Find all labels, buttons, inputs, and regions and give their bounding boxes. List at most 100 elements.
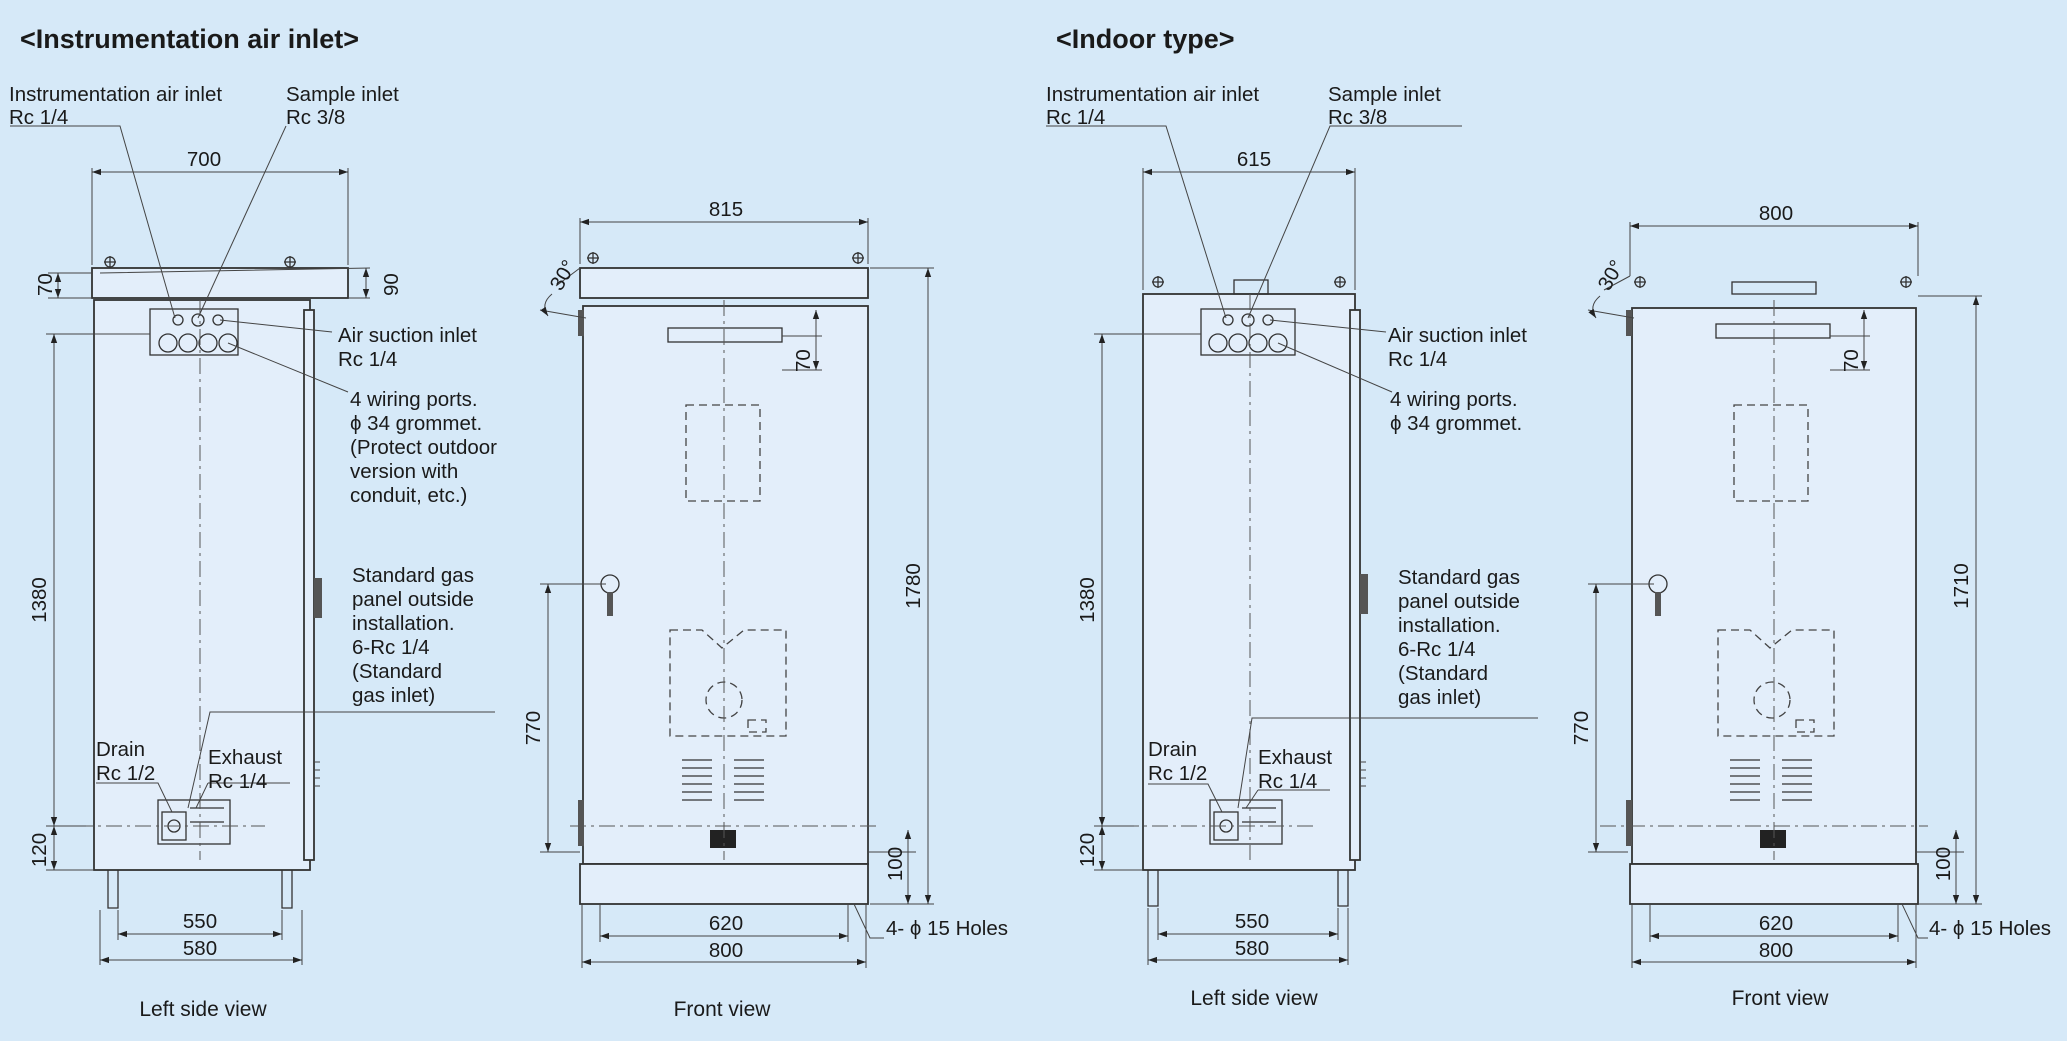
dim-height: 1710	[1950, 563, 1973, 609]
dim-height: 1380	[28, 577, 51, 623]
svg-text:gas inlet): gas inlet)	[1398, 686, 1481, 709]
logo-icon	[710, 830, 736, 848]
label-exhaust: Exhaust	[1258, 746, 1332, 769]
dim-base-inner: 550	[183, 910, 217, 933]
caption-front-view: Front view	[1732, 987, 1830, 1010]
label-instr-air-inlet: Instrumentation air inlet	[9, 83, 222, 106]
dim-base-outer: 580	[183, 937, 217, 960]
cabinet-body	[1142, 293, 1356, 871]
port-plate	[149, 308, 239, 356]
svg-text:ϕ 34 grommet.: ϕ 34 grommet.	[350, 412, 482, 435]
svg-text:version with: version with	[350, 460, 458, 483]
dim-height: 1780	[902, 563, 925, 609]
bolt-icon	[104, 256, 296, 268]
svg-text:installation.: installation.	[1398, 614, 1501, 637]
cabinet-body	[93, 299, 311, 871]
svg-text:6-Rc 1/4: 6-Rc 1/4	[352, 636, 429, 659]
base	[1629, 863, 1919, 905]
label-sample-inlet: Sample inlet	[1328, 83, 1441, 106]
base	[579, 863, 869, 905]
svg-text:Rc 1/4: Rc 1/4	[9, 106, 68, 129]
svg-text:Rc 1/4: Rc 1/4	[1258, 770, 1317, 793]
svg-text:ϕ 34 grommet.: ϕ 34 grommet.	[1390, 412, 1522, 435]
nameplate	[1715, 323, 1831, 339]
svg-text:Rc 3/8: Rc 3/8	[1328, 106, 1387, 129]
wiring-ports-icon	[1208, 333, 1288, 353]
cabinet-door	[582, 305, 869, 865]
dim-top-width: 800	[1759, 202, 1793, 225]
svg-text:4 wiring ports.: 4 wiring ports.	[350, 388, 478, 411]
svg-text:Rc 3/8: Rc 3/8	[286, 106, 345, 129]
door-handle	[314, 578, 322, 618]
svg-text:(Standard: (Standard	[1398, 662, 1488, 685]
label-air-suction-inlet: Air suction inlet	[1388, 324, 1527, 347]
label-drain: Drain	[1148, 738, 1197, 761]
bolt-icon	[1152, 276, 1346, 288]
vent-marks	[314, 761, 320, 787]
dim-height: 1380	[1076, 577, 1099, 623]
window-outline	[685, 404, 761, 502]
gas-panel-outline	[669, 629, 787, 737]
label-exhaust: Exhaust	[208, 746, 282, 769]
dim-base-height: 100	[884, 847, 907, 881]
dim-base-outer: 800	[709, 939, 743, 962]
hinge	[1626, 800, 1632, 846]
caption-left-side-view: Left side view	[1190, 987, 1318, 1010]
louver-vents	[1730, 759, 1812, 801]
hinge	[1626, 310, 1632, 336]
top-cap	[579, 267, 869, 299]
logo-icon	[1760, 830, 1786, 848]
caption-left-side-view: Left side view	[139, 998, 267, 1021]
hinge	[578, 800, 584, 846]
door-edge	[303, 309, 315, 861]
label-instr-air-inlet: Instrumentation air inlet	[1046, 83, 1259, 106]
svg-text:conduit, etc.): conduit, etc.)	[350, 484, 467, 507]
dim-lower-height: 770	[522, 711, 545, 745]
bolt-icon	[1634, 276, 1912, 288]
dim-base-inner: 620	[1759, 912, 1793, 935]
dim-lower-height: 770	[1570, 711, 1593, 745]
svg-text:panel outside: panel outside	[1398, 590, 1520, 613]
sample-inlet-port-icon	[1241, 313, 1255, 327]
dim-base-outer: 800	[1759, 939, 1793, 962]
label-wiring-ports: 4 wiring ports. ϕ 34 grommet.	[1390, 388, 1522, 435]
dim-base-outer: 580	[1235, 937, 1269, 960]
dim-top-width: 815	[709, 198, 743, 221]
dim-angle: 30°	[1593, 256, 1628, 294]
dim-bottom-height: 120	[1076, 833, 1099, 867]
panel-indoor-type: <Indoor type>	[1046, 24, 2051, 1010]
port-plate	[1200, 308, 1296, 356]
svg-text:gas inlet): gas inlet)	[352, 684, 435, 707]
svg-text:4 wiring ports.: 4 wiring ports.	[1390, 388, 1518, 411]
top-cap	[91, 267, 349, 299]
legs	[1147, 870, 1349, 907]
label-standard-gas: Standard gas panel outside installation.…	[352, 564, 474, 707]
bottom-port-plate	[157, 799, 231, 845]
dim-handle-offset: 70	[1840, 349, 1863, 372]
nameplate	[667, 327, 783, 343]
dim-base-inner: 550	[1235, 910, 1269, 933]
front-view: 800 30° 70 1710 770 100 620	[1570, 202, 2051, 1010]
svg-text:Standard gas: Standard gas	[1398, 566, 1520, 589]
svg-text:Rc 1/2: Rc 1/2	[1148, 762, 1207, 785]
svg-text:installation.: installation.	[352, 612, 455, 635]
front-view: 815 30° 70 1780 770 100 620	[522, 198, 1008, 1021]
exhaust-port-icon	[1242, 807, 1276, 823]
label-holes: 4- ϕ 15 Holes	[886, 917, 1008, 940]
svg-text:Rc 1/4: Rc 1/4	[208, 770, 267, 793]
bolt-icon	[587, 252, 864, 264]
svg-text:Rc 1/4: Rc 1/4	[338, 348, 397, 371]
panel-title: <Instrumentation air inlet>	[20, 24, 359, 54]
svg-text:Standard gas: Standard gas	[352, 564, 474, 587]
svg-text:(Protect outdoor: (Protect outdoor	[350, 436, 497, 459]
top-bracket	[1233, 279, 1269, 295]
bottom-port-plate	[1209, 799, 1283, 845]
door-edge	[1349, 309, 1361, 861]
dim-cap-right: 90	[380, 273, 403, 296]
svg-text:(Standard: (Standard	[352, 660, 442, 683]
dim-handle-offset: 70	[792, 349, 815, 372]
label-wiring-ports: 4 wiring ports. ϕ 34 grommet. (Protect o…	[350, 388, 497, 507]
hinge	[578, 310, 584, 336]
svg-text:Rc 1/4: Rc 1/4	[1046, 106, 1105, 129]
